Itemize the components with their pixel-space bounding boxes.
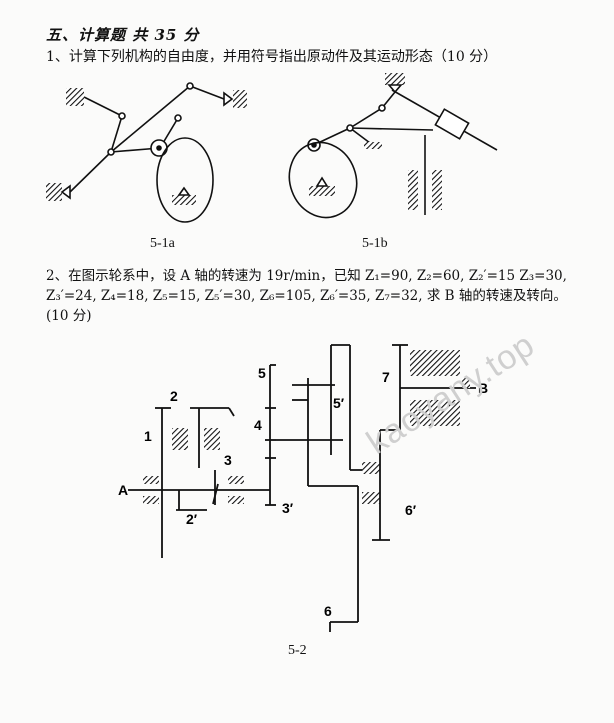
label-gear-7: 7 <box>382 369 390 385</box>
label-gear-3: 3 <box>224 452 232 468</box>
label-gear-3-prime: 3′ <box>282 500 294 516</box>
question-1-text: 1、计算下列机构的自由度，并用符号指出原动件及其运动形态（10 分） <box>46 49 498 65</box>
figure-5-2 <box>128 344 476 632</box>
label-shaft-b: B <box>478 380 488 396</box>
label-gear-2: 2 <box>170 388 178 404</box>
cam <box>156 137 214 223</box>
ground-support <box>66 88 84 106</box>
figure-label-5-1b: 5-1b <box>362 236 388 251</box>
figure-5-1b <box>288 73 498 219</box>
label-gear-2-prime: 2′ <box>186 511 198 527</box>
label-shaft-a: A <box>118 482 128 498</box>
ground-support <box>46 183 62 201</box>
question-2-text: 2、在图示轮系中，设 A 轴的转速为 19r/min，已知 Z₁=90, Z₂=… <box>46 268 567 324</box>
label-gear-6: 6 <box>324 603 332 619</box>
figure-label-5-2: 5-2 <box>288 643 307 658</box>
label-gear-5: 5 <box>258 365 266 381</box>
label-gear-4: 4 <box>254 417 262 433</box>
ground-support <box>233 90 247 108</box>
label-gear-1: 1 <box>144 428 152 444</box>
label-gear-6-prime: 6′ <box>405 502 417 518</box>
figure-5-1a <box>46 82 247 223</box>
figure-label-5-1a: 5-1a <box>150 236 175 251</box>
section-title: 五、计算题 共 35 分 <box>46 26 200 44</box>
label-gear-5-prime: 5′ <box>333 395 345 411</box>
